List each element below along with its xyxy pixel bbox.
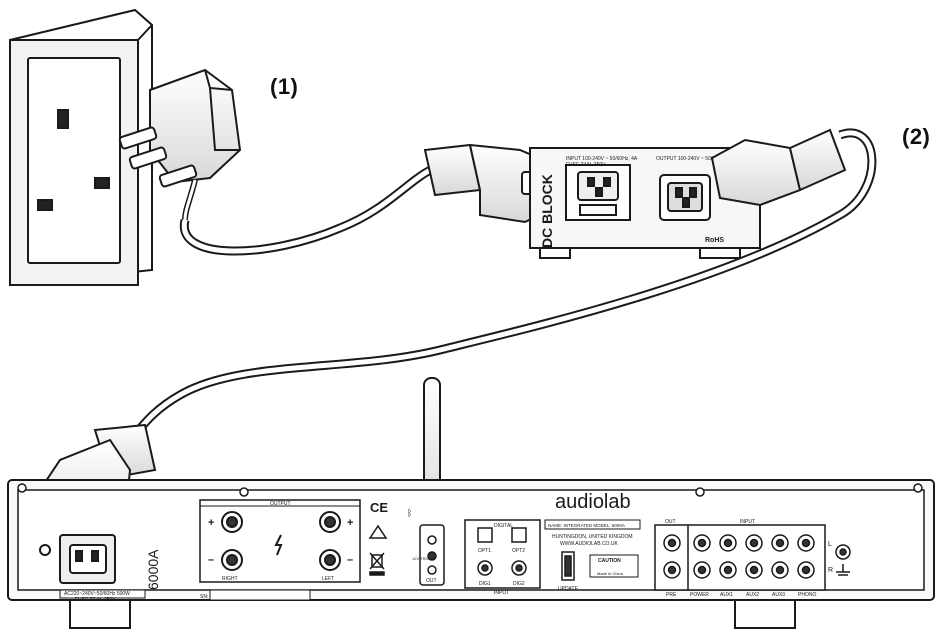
- made-in-label: Made in China: [597, 571, 624, 576]
- weee-bin-icon: [369, 552, 385, 576]
- amp-model-vertical: 6000A: [145, 549, 161, 590]
- ce-mark: CE: [370, 500, 388, 515]
- speaker-terminal-left-minus: [319, 549, 341, 571]
- speaker-terminal-right-minus: [221, 549, 243, 571]
- uk-plug: [118, 68, 242, 221]
- earth-slot: [57, 109, 69, 129]
- rca-jacks: [663, 534, 815, 579]
- left-minus-sign: –: [347, 554, 353, 566]
- channel-right-label: R: [828, 567, 833, 574]
- speaker-output-header: OUTPUT: [270, 501, 291, 507]
- right-plus-sign: +: [208, 517, 214, 529]
- iec-connector-output: [710, 128, 847, 207]
- warning-bolt-icon: [274, 534, 283, 556]
- brand-logo: audiolab: [555, 491, 631, 513]
- origin-line: HUNTINGDON, UNITED KINGDOM: [552, 534, 633, 540]
- channel-left-label: L: [828, 541, 832, 548]
- opt2-label: OPT2: [512, 548, 525, 554]
- ground-terminal: [835, 544, 851, 576]
- phono-label: PHONO: [798, 592, 816, 598]
- speaker-terminal-left-plus: [319, 511, 341, 533]
- step-1-label: (1): [270, 74, 299, 99]
- dc-block-rohs: RoHS: [705, 237, 724, 244]
- aux1-label: AUX1: [720, 592, 733, 598]
- serial-label: SN:: [200, 594, 208, 600]
- dc-block-output-text: OUTPUT 100-240V ~ 50/60Hz: [656, 156, 724, 162]
- step-2-label: (2): [902, 124, 931, 149]
- speaker-right-label: RIGHT: [222, 576, 238, 582]
- caution-plate: [589, 554, 639, 578]
- trigger-in-label: 12V TRIG IN: [412, 556, 435, 561]
- amp-power-rating: AC220~240V~50/60Hz 500W: [64, 591, 130, 597]
- aux3-label: AUX3: [772, 592, 785, 598]
- dc-block-fuse-text: FUSE T4AL 250V: [566, 162, 606, 168]
- speaker-terminal-panel: [199, 499, 361, 583]
- neutral-slot: [94, 177, 110, 189]
- dig2-label: DIG2: [513, 581, 525, 587]
- trigger-out-label: OUT: [426, 578, 437, 584]
- dig1-label: DIG1: [479, 581, 491, 587]
- analog-input-header: INPUT: [740, 519, 755, 525]
- bluetooth-icon: ᛒ: [407, 508, 412, 518]
- model-line: NAME: INTEGRATED MODEL: 6000A: [548, 523, 625, 528]
- update-label: UPDATE: [558, 586, 579, 592]
- speaker-terminal-right-plus: [221, 511, 243, 533]
- usb-update-port: [561, 551, 575, 581]
- dc-block-input-text: INPUT 100-240V ~ 50/60Hz, 4A: [566, 156, 638, 162]
- website-line: WWW.AUDIOLAB.CO.UK: [560, 541, 618, 547]
- power-cable-2: [126, 128, 877, 444]
- pre-out-header: OUT: [665, 519, 676, 525]
- amp-fuse-rating: FUSE T2 AL 250V: [75, 597, 116, 603]
- compliance-triangle-icon: [368, 524, 388, 539]
- digital-label: DIGITAL: [494, 523, 513, 529]
- dc-block-brand: DC BLOCK: [539, 174, 555, 248]
- power-cable-1: [179, 163, 437, 256]
- opt1-label: OPT1: [478, 548, 491, 554]
- speaker-left-label: LEFT: [322, 576, 334, 582]
- aux2-label: AUX2: [746, 592, 759, 598]
- live-slot: [37, 199, 53, 211]
- wall-socket: [9, 8, 153, 287]
- pre-label: PRE: [666, 592, 677, 598]
- left-plus-sign: +: [347, 517, 353, 529]
- serial-number-box: [209, 589, 311, 601]
- caution-label: CAUTION: [598, 558, 621, 564]
- chassis-screws: [17, 483, 923, 497]
- right-minus-sign: –: [208, 554, 214, 566]
- analog-rca-panel: [654, 524, 826, 591]
- digital-input-label: INPUT: [494, 590, 509, 596]
- model-plate: [544, 519, 641, 530]
- digital-input-panel: [464, 519, 541, 589]
- trigger-socket-panel: [419, 524, 445, 586]
- power-label: POWER: [690, 592, 709, 598]
- amp-power-inlet: [39, 534, 146, 599]
